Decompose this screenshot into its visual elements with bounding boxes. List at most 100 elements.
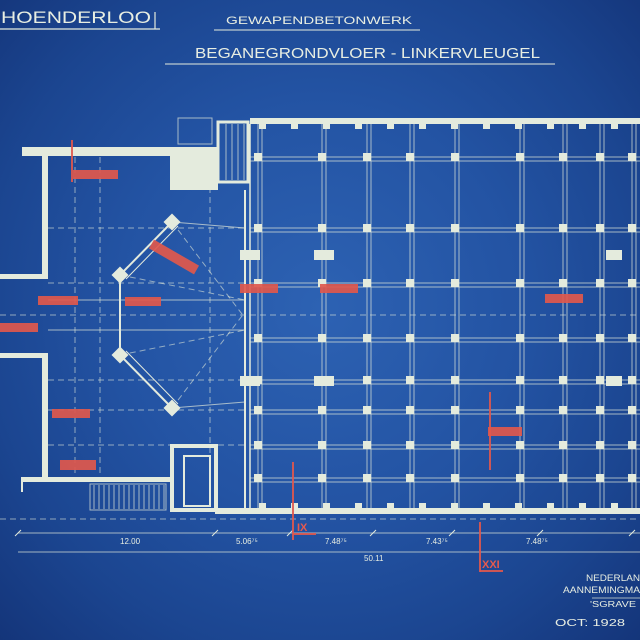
- hall-edge-beam: [125, 225, 179, 280]
- south-wall-right: [215, 508, 640, 514]
- wall-column: [579, 121, 586, 129]
- dimension-lines: 12.00 5.06⁷⁵ 7.48⁷⁵ 7.43⁷⁵ 7.48⁷⁵ 50.11: [0, 518, 640, 563]
- column: [559, 406, 567, 414]
- column: [628, 441, 636, 449]
- hall-tie-beam: [171, 401, 246, 409]
- column: [628, 474, 636, 482]
- column: [363, 334, 371, 342]
- column: [406, 376, 414, 384]
- column: [254, 406, 262, 414]
- column: [516, 279, 524, 287]
- column: [516, 376, 524, 384]
- column: [363, 224, 371, 232]
- shaft-block-south: [89, 444, 218, 512]
- wall-column: [387, 121, 394, 129]
- column: [516, 224, 524, 232]
- dimension-tick: [536, 529, 544, 537]
- column: [451, 334, 459, 342]
- hall-column: [163, 213, 181, 231]
- red-section-tag: [38, 296, 78, 305]
- column: [628, 279, 636, 287]
- stair-landing: [177, 117, 213, 145]
- stair-block-north: [177, 117, 250, 184]
- contractor-stamp: NEDERLAN AANNEMINGMA 'SGRAVE OCT: 1928: [555, 573, 640, 629]
- column: [516, 441, 524, 449]
- red-section-tag: [545, 294, 583, 303]
- column: [318, 441, 326, 449]
- wall-column: [451, 503, 458, 511]
- large-piers: [240, 250, 622, 386]
- column: [596, 153, 604, 161]
- entrance-wall-bottom: [0, 353, 48, 358]
- hall-tie-beam: [171, 221, 246, 229]
- overall-dimension-label: 50.11: [364, 554, 384, 563]
- column: [628, 224, 636, 232]
- hall-column: [111, 346, 129, 364]
- red-section-tag: [148, 239, 200, 275]
- dimension-label: 12.00: [120, 537, 141, 546]
- column: [596, 334, 604, 342]
- column: [363, 153, 371, 161]
- red-markup: IX XXI: [0, 140, 583, 572]
- octagonal-hall: [0, 213, 640, 417]
- column: [451, 376, 459, 384]
- column: [559, 376, 567, 384]
- shaft-inner: [183, 455, 211, 507]
- wall-column: [291, 503, 298, 511]
- hall-column: [163, 399, 181, 417]
- column: [516, 153, 524, 161]
- column: [363, 376, 371, 384]
- stamp-line: AANNEMINGMA: [563, 585, 640, 595]
- column: [596, 474, 604, 482]
- project-name: HOENDERLOO: [1, 8, 151, 27]
- column: [451, 474, 459, 482]
- stair-south-treads: [93, 485, 165, 509]
- column: [559, 279, 567, 287]
- work-type: GEWAPENDBETONWERK: [226, 15, 413, 27]
- stamp-line: NEDERLAN: [586, 573, 640, 583]
- column: [628, 334, 636, 342]
- title-block: HOENDERLOO GEWAPENDBETONWERK BEGANEGROND…: [0, 8, 555, 65]
- column: [318, 153, 326, 161]
- wall-column: [547, 503, 554, 511]
- column: [254, 334, 262, 342]
- wall-column: [259, 121, 266, 129]
- south-wall-left: [22, 477, 172, 482]
- dimension-tick: [448, 529, 456, 537]
- dimension-label: 7.48⁷⁵: [325, 537, 347, 546]
- column: [318, 279, 326, 287]
- dimension-tick: [211, 529, 219, 537]
- stamp-line: 'SGRAVE: [590, 600, 636, 609]
- column: [318, 224, 326, 232]
- dimension-label: 5.06⁷⁵: [236, 537, 258, 546]
- wall-column: [611, 121, 618, 129]
- section-mark-label: XXI: [482, 559, 500, 571]
- dimension-tick: [628, 529, 636, 537]
- column: [451, 153, 459, 161]
- wall-column: [419, 503, 426, 511]
- north-wall-right: [250, 118, 640, 124]
- wall-column: [515, 121, 522, 129]
- wall-column: [355, 121, 362, 129]
- column: [451, 406, 459, 414]
- red-section-tag: [0, 323, 38, 332]
- column: [406, 279, 414, 287]
- wall-column: [579, 503, 586, 511]
- column: [559, 224, 567, 232]
- column: [406, 406, 414, 414]
- column: [406, 153, 414, 161]
- hall-edge: [119, 354, 173, 409]
- column: [628, 406, 636, 414]
- red-section-tag: [320, 284, 358, 293]
- wall-column: [611, 503, 618, 511]
- dimension-tick: [14, 529, 22, 537]
- column: [559, 334, 567, 342]
- outer-walls: [0, 118, 640, 514]
- pier: [314, 250, 334, 260]
- hall-edge-beam: [125, 350, 179, 405]
- dimension-tick: [369, 529, 377, 537]
- wall-column: [291, 121, 298, 129]
- column: [406, 334, 414, 342]
